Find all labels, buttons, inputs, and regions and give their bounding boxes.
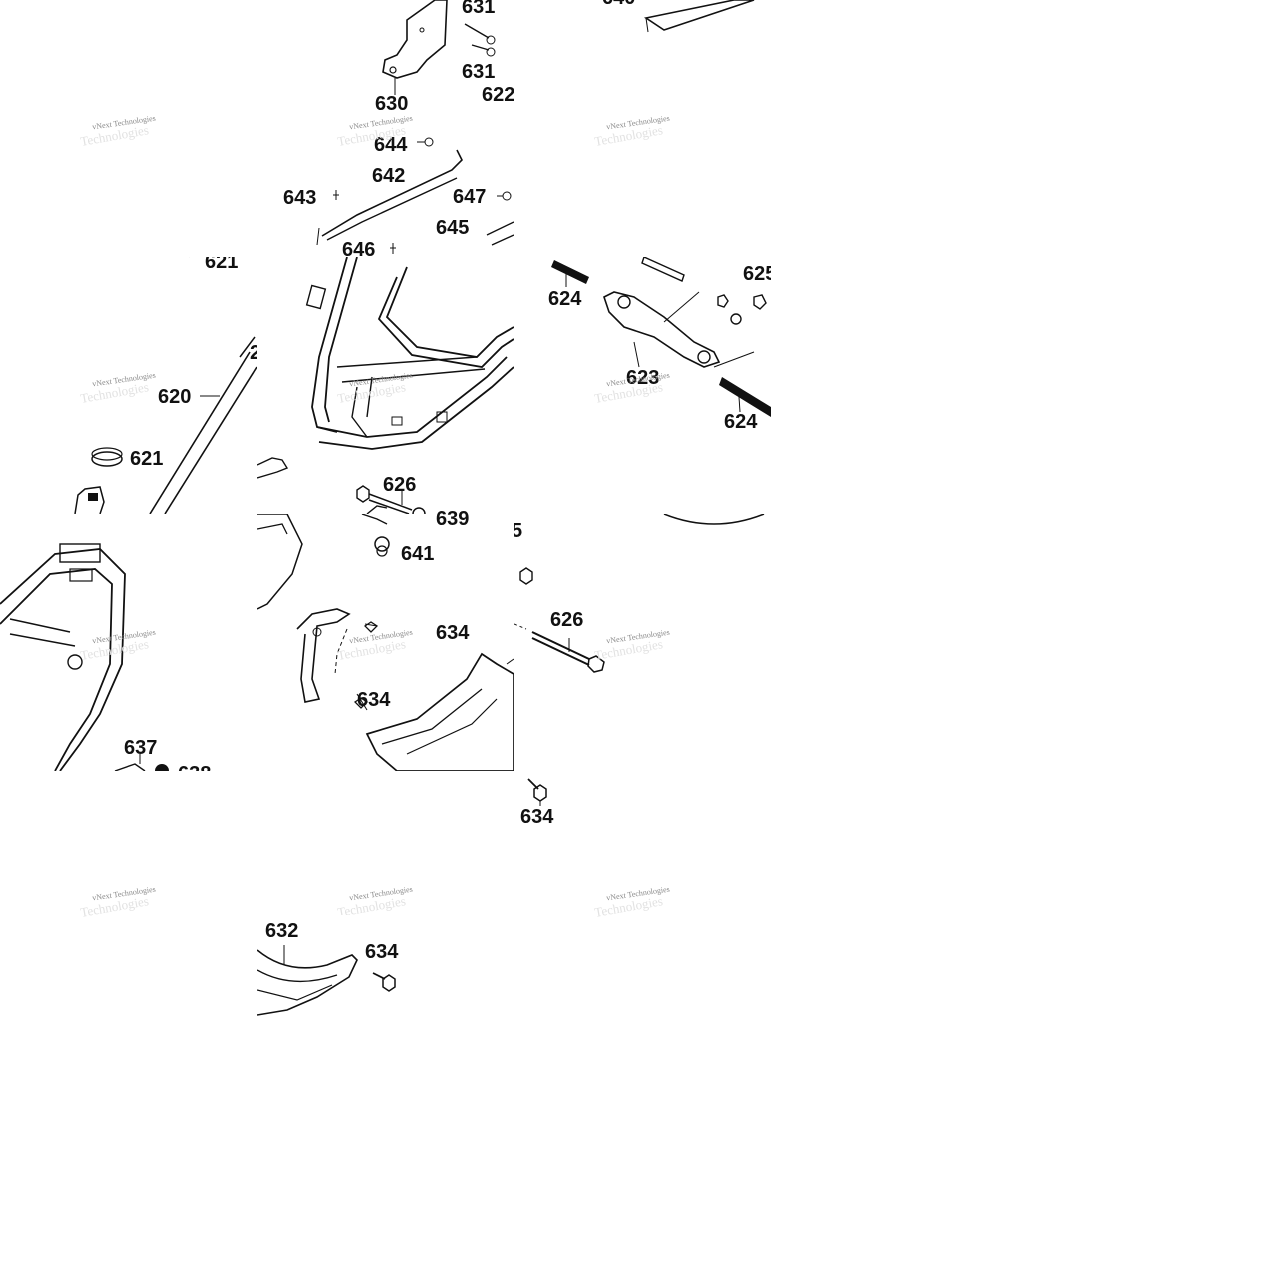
callout-639: 639 [436,508,470,530]
bolt-626-drawing [514,514,765,673]
tile-empty-0: Technologies vNext Technologies [0,0,257,257]
tile-fork-620: 621 620 621 2 Technologies vNext Technol… [0,257,257,514]
callout-646: 646 [342,239,376,257]
callout-623: 623 [626,367,660,389]
arm-623-drawing [551,257,771,417]
tile-empty-3-0: Technologies vNext Technologies [0,771,257,1028]
cover-632-drawing [257,945,396,1016]
callout-634-right: 634 [520,806,554,828]
callout-622: 622 [482,84,514,106]
callout-626-upper: 626 [383,474,417,496]
bracket-630-drawing [316,0,514,254]
callout-634-lower: 634 [357,689,391,711]
callout-626-lower: 626 [550,609,584,631]
callout-625-fragment: 5 [514,520,523,542]
callout-624-bottom: 624 [724,411,758,433]
callout-644: 644 [374,134,408,156]
callout-620: 620 [158,386,192,408]
callout-634-upper: 634 [436,622,470,644]
stand-626-drawing [257,514,514,771]
tile-arm-623: 624 625 623 624 Technologies vNext Techn… [514,257,771,514]
callout-621: 621 [130,448,164,470]
callout-634-bottom: 634 [365,941,399,963]
tile-frame-637: 637 638 Technologies vNext Technologies [0,514,257,771]
callout-621-fragment: 621 [205,257,239,273]
callout-622-fragment: 2 [250,342,257,364]
callout-625: 625 [743,263,771,285]
callout-631-bottom: 631 [462,61,496,83]
tile-stand-626: 634 634 641 Technologies vNext Technolog… [257,514,514,771]
callout-632: 632 [265,920,299,942]
tile-bolt-626: 5 626 Technologies vNext Technologies [514,514,771,771]
fork-620-drawing [74,257,257,514]
frame-637-drawing [0,543,169,771]
callout-638-fragment: 638 [178,764,211,771]
callout-647: 647 [453,186,487,208]
callout-640-fragment: 640 [602,0,635,8]
callout-637: 637 [124,737,158,759]
tile-part-640: 640 Technologies vNext Technologies [514,0,771,257]
tile-cover-632: 632 634 [257,915,514,1026]
main-frame-drawing [257,257,514,478]
callout-642: 642 [372,165,406,187]
tile-bracket-630: 630 631 631 622 644 642 643 647 646 645 … [257,0,514,257]
callout-643: 643 [283,187,317,209]
callout-645: 645 [436,217,470,239]
part-640-drawing [643,0,755,33]
tile-bolt-634: 634 Technologies vNext Technologies [514,771,771,1028]
bolt-634-drawing [527,778,547,806]
bolt-626-upper-drawing [257,457,426,514]
callout-624-top: 624 [548,288,582,310]
callout-641: 641 [401,543,435,565]
callout-631-top: 631 [462,0,496,18]
tile-bolt-626-upper: 626 [257,450,514,514]
callout-630: 630 [375,93,409,115]
